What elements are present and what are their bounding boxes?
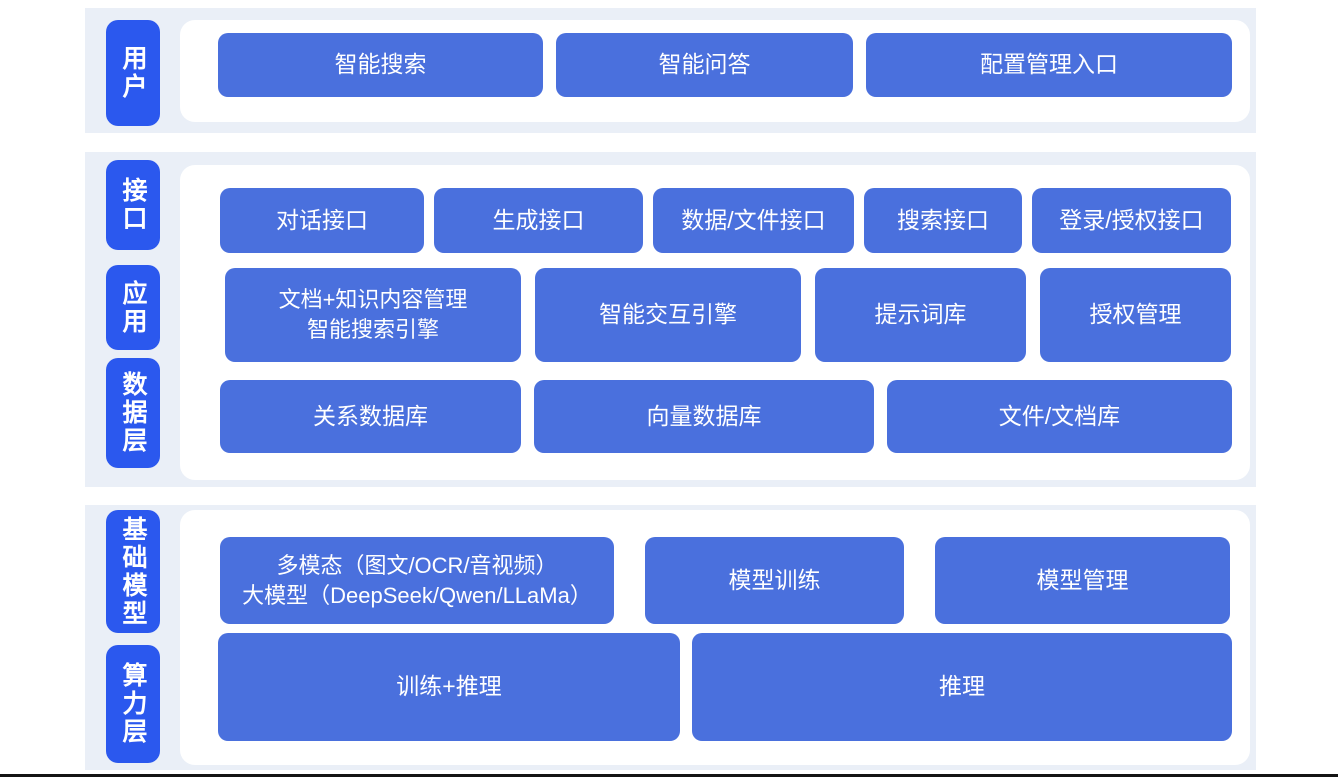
block-config-management-entry: 配置管理入口 [866,33,1232,97]
block-file-doc-store: 文件/文档库 [887,380,1232,453]
layer-label-foundation-model: 基础模型 [106,510,160,633]
block-data-file-api: 数据/文件接口 [653,188,854,253]
block-vector-db: 向量数据库 [534,380,874,453]
layer-band-platform: 接口 应用 数据层 对话接口 生成接口 数据/文件接口 搜索接口 登录/授权接口… [85,152,1256,487]
block-line1: 文档+知识内容管理 [278,287,468,313]
block-generation-api: 生成接口 [434,188,643,253]
block-dialog-api: 对话接口 [220,188,424,253]
layer-label-interface: 接口 [106,160,160,250]
layer-label-compute-layer: 算力层 [106,645,160,763]
layer-label-application: 应用 [106,265,160,350]
block-training-inference: 训练+推理 [218,633,680,741]
layer-label-user: 用户 [106,20,160,126]
layer-band-foundation: 基础模型 算力层 多模态（图文/OCR/音视频） 大模型（DeepSeek/Qw… [85,505,1256,770]
panel-foundation: 多模态（图文/OCR/音视频） 大模型（DeepSeek/Qwen/LLaMa）… [180,510,1250,765]
block-login-auth-api: 登录/授权接口 [1032,188,1231,253]
block-line1: 多模态（图文/OCR/音视频） [276,552,558,578]
block-line2: 智能搜索引擎 [306,317,439,342]
block-doc-knowledge-search-engine: 文档+知识内容管理 智能搜索引擎 [225,268,521,362]
block-multimodal-llm: 多模态（图文/OCR/音视频） 大模型（DeepSeek/Qwen/LLaMa） [220,537,614,624]
block-smart-interaction-engine: 智能交互引擎 [535,268,801,362]
block-model-training: 模型训练 [645,537,904,624]
block-auth-management: 授权管理 [1040,268,1231,362]
layer-label-data-layer: 数据层 [106,358,160,468]
block-inference: 推理 [692,633,1232,741]
panel-user: 智能搜索 智能问答 配置管理入口 [180,20,1250,122]
block-smart-search: 智能搜索 [218,33,543,97]
block-model-management: 模型管理 [935,537,1230,624]
block-line2: 大模型（DeepSeek/Qwen/LLaMa） [242,582,592,608]
layer-band-user: 用户 智能搜索 智能问答 配置管理入口 [85,8,1256,133]
block-search-api: 搜索接口 [864,188,1022,253]
bottom-divider-line [0,774,1338,777]
block-prompt-library: 提示词库 [815,268,1026,362]
block-relational-db: 关系数据库 [220,380,521,453]
panel-platform: 对话接口 生成接口 数据/文件接口 搜索接口 登录/授权接口 文档+知识内容管理… [180,165,1250,480]
block-smart-qa: 智能问答 [556,33,853,97]
